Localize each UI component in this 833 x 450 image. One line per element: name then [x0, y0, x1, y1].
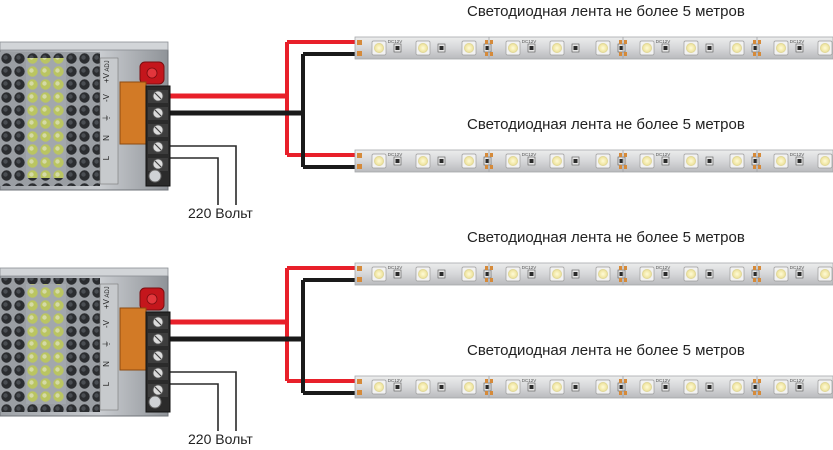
- terminal-label: N: [102, 361, 111, 367]
- strip-marking: DC12V: [522, 265, 537, 270]
- mains-wires: [170, 371, 237, 431]
- strip-marking: DC12V: [522, 39, 537, 44]
- led-strip-icon: DC12V DC12V DC12V DC12V: [354, 36, 833, 60]
- strip-label: Светодиодная лента не более 5 метров: [467, 116, 745, 133]
- strip-marking: DC12V: [656, 152, 671, 157]
- strip-marking: DC12V: [522, 152, 537, 157]
- led-strip-icon: DC12V DC12V DC12V DC12V: [354, 262, 833, 286]
- terminal-label: ⏚: [102, 340, 111, 348]
- strip-label: Светодиодная лента не более 5 метров: [467, 3, 745, 20]
- strip-marking: DC12V: [522, 378, 537, 383]
- adj-label: ADJ: [105, 286, 111, 297]
- terminal-label: L: [102, 155, 111, 160]
- mains-wires: [170, 145, 237, 205]
- led-strip-icon: DC12V DC12V DC12V DC12V: [354, 149, 833, 173]
- mains-voltage-label: 220 Вольт: [188, 205, 253, 221]
- terminal-label: -V: [102, 93, 111, 102]
- terminal-label: +V: [102, 298, 111, 309]
- terminal-label: +V: [102, 72, 111, 83]
- strip-marking: DC12V: [656, 39, 671, 44]
- strip-marking: DC12V: [388, 265, 403, 270]
- strip-marking: DC12V: [790, 39, 805, 44]
- mains-voltage-label: 220 Вольт: [188, 431, 253, 447]
- strip-marking: DC12V: [790, 378, 805, 383]
- terminal-label: -V: [102, 319, 111, 328]
- adj-label: ADJ: [105, 60, 111, 71]
- terminal-label: L: [102, 381, 111, 386]
- terminal-label: ⏚: [102, 114, 111, 122]
- strip-marking: DC12V: [656, 265, 671, 270]
- led-strip-icon: DC12V DC12V DC12V DC12V: [354, 375, 833, 399]
- wire-icon: [170, 40, 358, 205]
- strip-marking: DC12V: [790, 265, 805, 270]
- strip-marking: DC12V: [388, 39, 403, 44]
- strip-label: Светодиодная лента не более 5 метров: [467, 229, 745, 246]
- strip-marking: DC12V: [388, 152, 403, 157]
- strip-marking: DC12V: [790, 152, 805, 157]
- strip-marking: DC12V: [388, 378, 403, 383]
- power-supply: +V -V ⏚ N L ADJ: [0, 267, 171, 417]
- power-supply: +V -V ⏚ N L ADJ: [0, 41, 171, 191]
- terminal-block-icon: [145, 85, 171, 187]
- wire-icon: [170, 266, 358, 431]
- terminal-label: N: [102, 135, 111, 141]
- terminal-block-icon: [145, 311, 171, 413]
- strip-label: Светодиодная лента не более 5 метров: [467, 342, 745, 359]
- strip-marking: DC12V: [656, 378, 671, 383]
